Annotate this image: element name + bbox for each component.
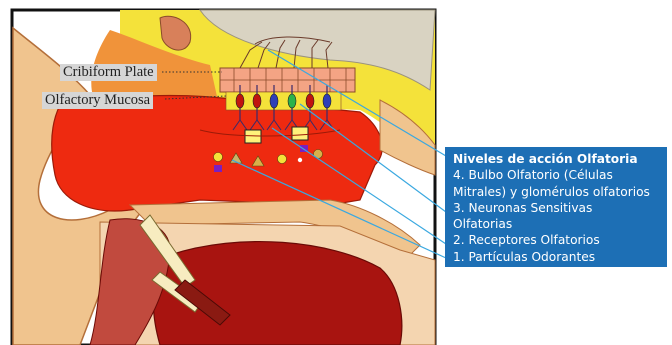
neuron-cell — [306, 94, 314, 108]
legend-line: Mitrales) y glomérulos olfatorios — [453, 184, 667, 200]
legend-box: Niveles de acción Olfatoria 4. Bulbo Olf… — [445, 147, 667, 267]
cribiform-plate-label: Cribiform Plate — [60, 64, 157, 81]
neuron-cell — [270, 94, 278, 108]
olfactory-mucosa-label: Olfactory Mucosa — [42, 92, 153, 109]
legend-title: Niveles de acción Olfatoria — [453, 151, 667, 167]
legend-line: Olfatorias — [453, 216, 667, 232]
olfactory-receptor — [292, 127, 308, 140]
legend-line: 1. Partículas Odorantes — [453, 249, 667, 265]
olfactory-receptor — [245, 130, 261, 143]
legend-line: 4. Bulbo Olfatorio (Células — [453, 167, 667, 183]
neuron-cell — [236, 94, 244, 108]
legend-line: 3. Neuronas Sensitivas — [453, 200, 667, 216]
legend-line: 2. Receptores Olfatorios — [453, 232, 667, 248]
neuron-cell — [288, 94, 296, 108]
neuron-cell — [253, 94, 261, 108]
neuron-cell — [323, 94, 331, 108]
